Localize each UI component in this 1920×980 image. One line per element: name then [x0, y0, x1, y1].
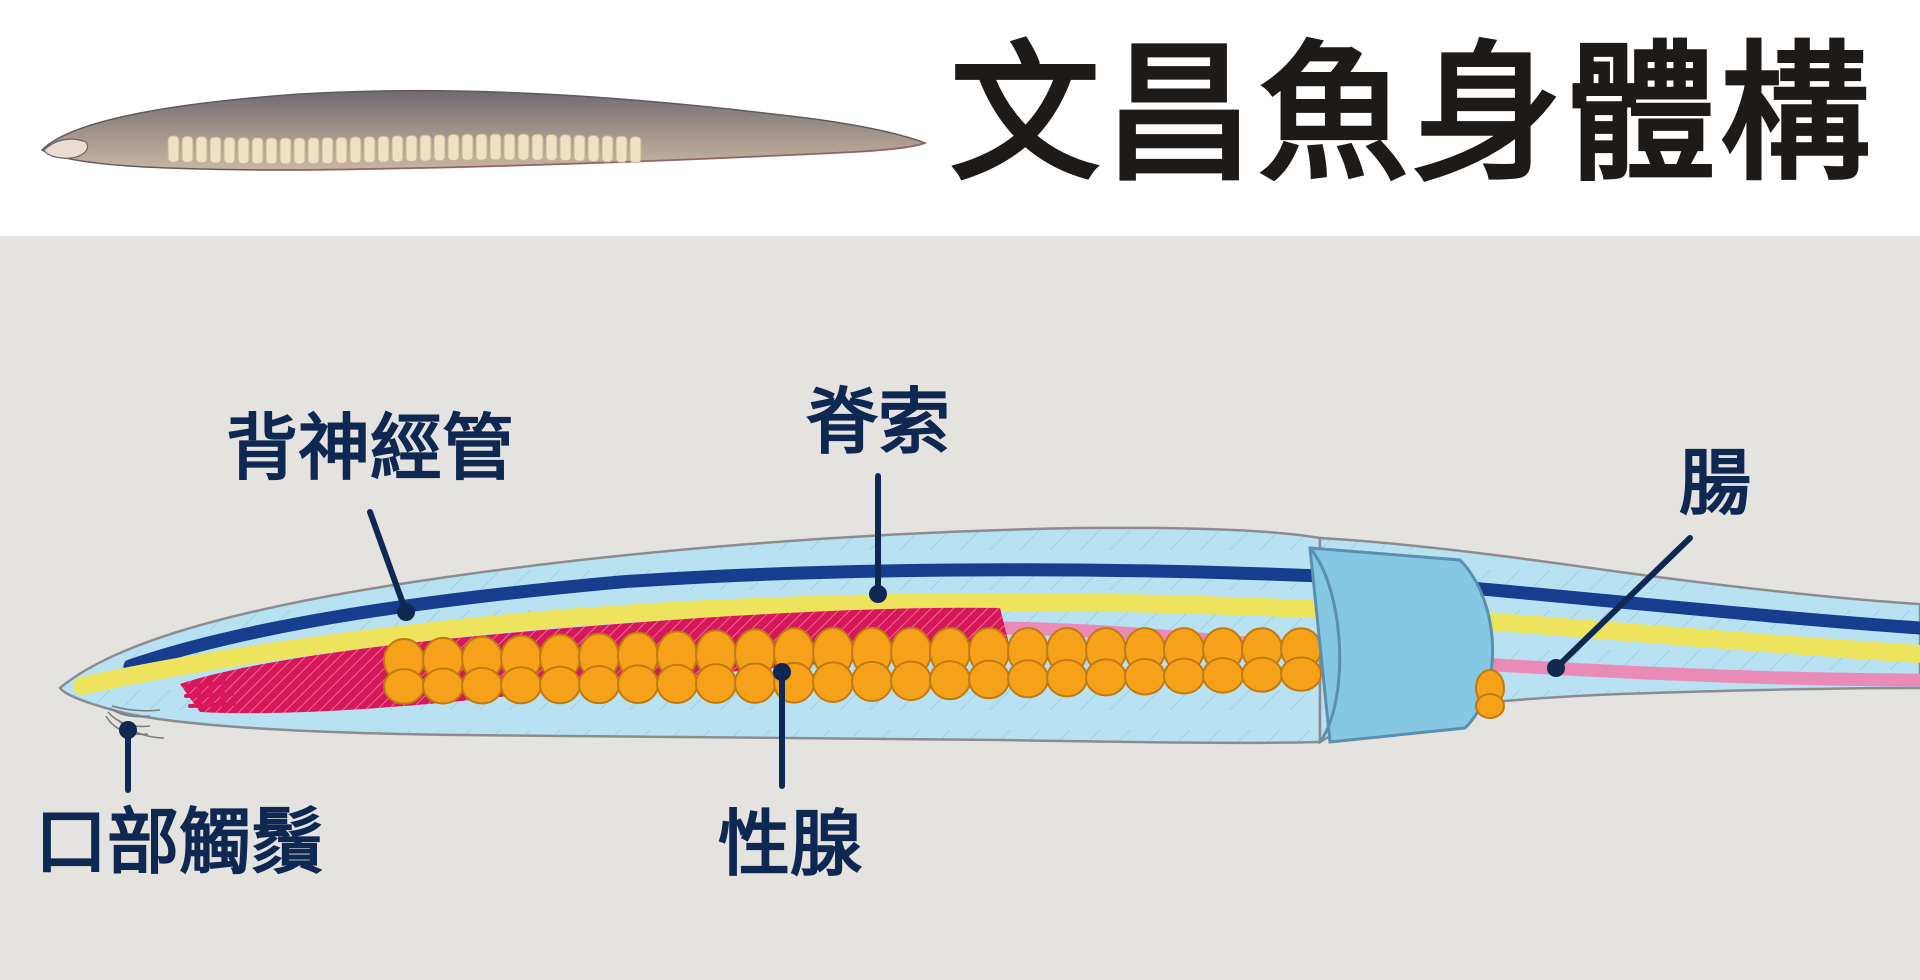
photo-gonad-segment [489, 133, 502, 161]
photo-gonad-segment [545, 133, 558, 161]
gonad-segment [1124, 657, 1166, 696]
gonad-segment [383, 668, 425, 705]
photo-gonad-segment [419, 134, 432, 162]
photo-gonad-segment [377, 135, 390, 163]
label-dorsal-nerve-cord: 背神經管 [226, 406, 515, 490]
photo-gonad-segment [629, 136, 642, 164]
gonad-segment [1280, 656, 1322, 692]
label-gonad: 性腺 [718, 802, 863, 886]
leader-lines [125, 473, 1693, 793]
photo-gonad-segment [615, 135, 628, 163]
photo-gonad-segment [475, 133, 488, 161]
photo-gonad-segment [531, 133, 544, 161]
photo-gonad-segment [601, 135, 614, 163]
gonad-segment [1046, 658, 1088, 698]
photo-gonad-segment [223, 136, 236, 164]
photo-gonad-segment [279, 137, 292, 165]
gonad-segment [968, 659, 1010, 700]
pharynx-bars [184, 680, 236, 708]
gonad-segment [1202, 657, 1244, 694]
photo-gonad-segment [559, 134, 572, 162]
photo-gonad-segment [447, 133, 460, 161]
label-intestine: 腸 [1679, 441, 1752, 525]
gonad-segment [1241, 656, 1283, 693]
photo-gonad-segment [349, 136, 362, 164]
gonad-segment [734, 662, 776, 704]
gonad-segment [1007, 659, 1049, 699]
lancelet-diagram [58, 473, 1920, 793]
gonad-segment [539, 665, 581, 705]
photo-gonad-segment [587, 134, 600, 162]
photo-gonad-segment [293, 137, 306, 165]
gonad-segment [1163, 657, 1205, 695]
gonad-segment [500, 666, 542, 705]
dorsal-nerve-cord [123, 563, 1920, 673]
gonad-segment [578, 664, 620, 705]
photo-gonad-segment [209, 136, 222, 164]
notochord [73, 592, 1920, 695]
photo-gonad-segment [573, 134, 586, 162]
gonad-segment [929, 660, 971, 701]
photo-gonad-segment [517, 133, 530, 161]
photo-gonad-segment [405, 134, 418, 162]
leader-dots [119, 585, 1565, 739]
gonad-segment [695, 663, 737, 704]
gonad-segment [656, 663, 698, 704]
gonad-row [383, 626, 1322, 705]
figure-title: 文昌魚身體構 [950, 28, 1875, 202]
photo-gonad-segment [391, 135, 404, 163]
lancelet-photo [40, 89, 928, 171]
gonad-segment [812, 661, 854, 703]
photo-gonad-segment [251, 137, 264, 165]
label-oral-cirri: 口部觸鬚 [35, 800, 324, 884]
photo-gonad-segment [237, 137, 250, 165]
photo-gonad-segment [363, 136, 376, 164]
gonad-segment [851, 660, 893, 703]
photo-gonad-segment [265, 137, 278, 165]
photo-gonad-row [167, 133, 642, 165]
gonad-segment [617, 664, 659, 705]
label-notochord: 脊索 [806, 380, 951, 464]
gonad-segment [1085, 658, 1127, 697]
photo-gonad-segment [181, 135, 194, 163]
photo-gonad-segment [433, 134, 446, 162]
gonad-segment [461, 666, 503, 705]
photo-gonad-segment [167, 135, 180, 163]
photo-gonad-segment [321, 137, 334, 165]
tail-gonads [1475, 669, 1505, 719]
gonad-segment [422, 667, 464, 705]
photo-gonad-segment [335, 136, 348, 164]
photo-gonad-segment [461, 133, 474, 161]
tail-segment [1308, 546, 1495, 744]
photo-gonad-segment [307, 137, 320, 165]
photo-gonad-segment [195, 136, 208, 164]
photo-gonad-segment [503, 133, 516, 161]
gonad-segment [890, 660, 932, 702]
